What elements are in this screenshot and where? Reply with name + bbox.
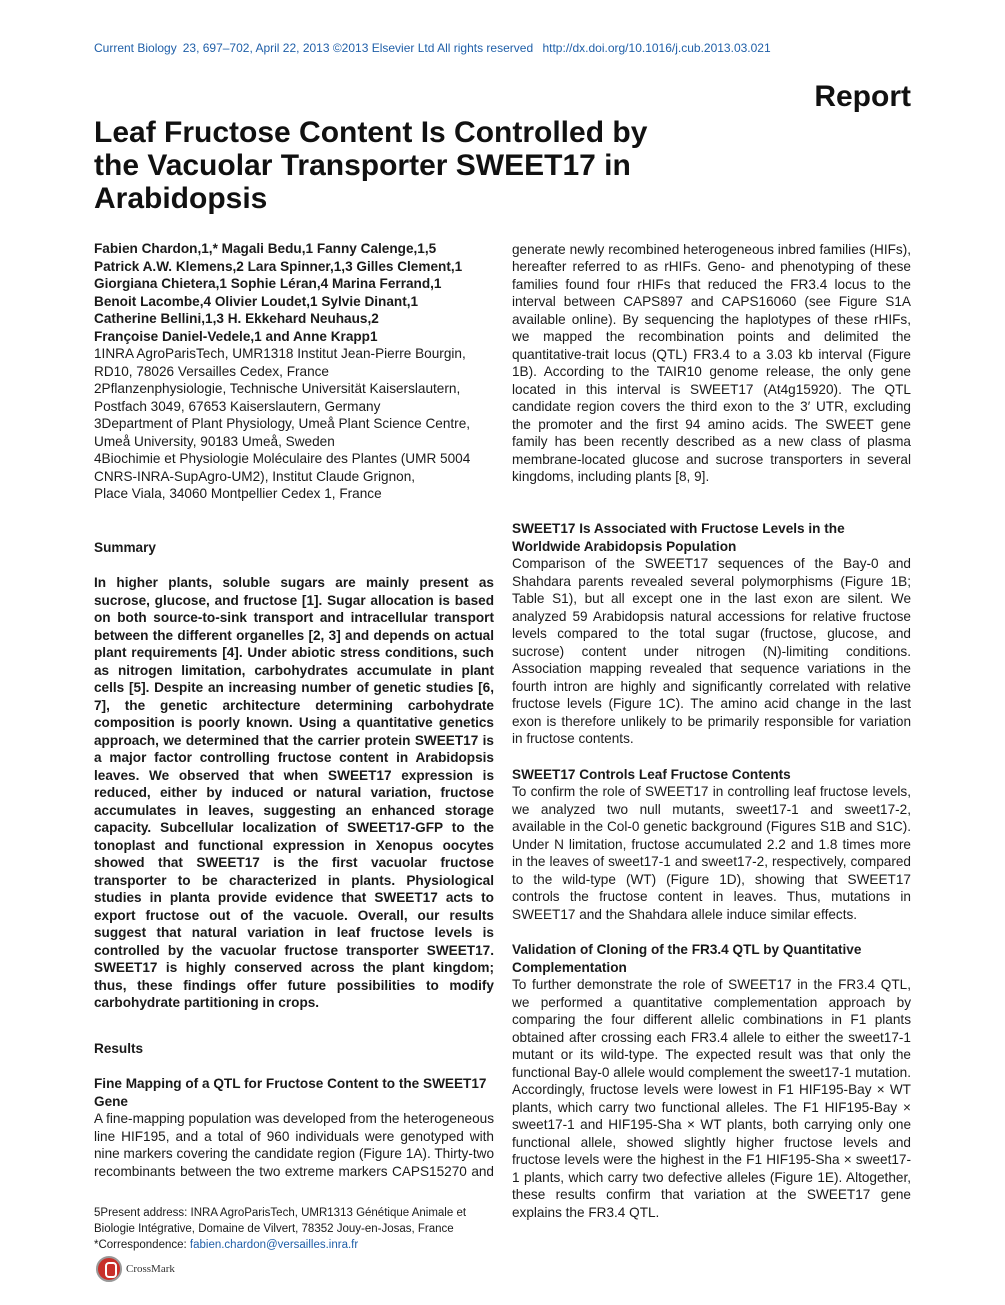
- section-heading: SWEET17 Is Associated with Fructose Leve…: [512, 521, 845, 554]
- affiliation-line: Umeå University, 90183 Umeå, Sweden: [94, 433, 335, 449]
- continued-text: A fine-mapping population was developed …: [512, 241, 911, 485]
- article-type: Report: [814, 80, 911, 113]
- affiliation-line: Place Viala, 34060 Montpellier Cedex 1, …: [94, 486, 382, 501]
- author-line: Benoit Lacombe,4 Olivier Loudet,1 Sylvie…: [94, 293, 419, 309]
- affiliation-list: 1INRA AgroParisTech, UMR1318 Institut Je…: [94, 345, 494, 503]
- correspondence-note: *Correspondence: fabien.chardon@versaill…: [94, 1237, 494, 1253]
- crossmark-badge[interactable]: CrossMark: [96, 1256, 196, 1284]
- affiliation-line: 2Pflanzenphysiologie, Technische Univers…: [94, 381, 461, 396]
- author-line: Catherine Bellini,1,3 H. Ekkehard Neuhau…: [94, 311, 379, 326]
- crossmark-icon: [96, 1256, 122, 1282]
- summary-heading: Summary: [94, 539, 156, 555]
- author-line: Françoise Daniel-Vedele,1 and Anne Krapp…: [94, 328, 378, 344]
- summary-text: In higher plants, soluble sugars are mai…: [94, 575, 494, 1010]
- results-heading: Results: [94, 1040, 144, 1056]
- citation-line: Current Biology 23, 697–702, April 22, 20…: [94, 41, 777, 55]
- affiliation-line: 4Biochimie et Physiologie Moléculaire de…: [94, 451, 471, 466]
- affiliation-line: Postfach 3049, 67653 Kaiserslautern, Ger…: [94, 398, 381, 414]
- author-list: Fabien Chardon,1,* Magali Bedu,1 Fanny C…: [94, 240, 494, 345]
- correspondence-email[interactable]: fabien.chardon@versailles.inra.fr: [189, 1239, 359, 1251]
- section-text: Comparison of the SWEET17 sequences of t…: [512, 556, 911, 746]
- correspondence-label: *Correspondence:: [94, 1239, 187, 1251]
- author-line: Giorgiana Chietera,1 Sophie Léran,4 Mari…: [94, 276, 442, 291]
- doi-link[interactable]: http://dx.doi.org/10.1016/j.cub.2013.03.…: [542, 41, 771, 55]
- section-text: A fine-mapping population was developed …: [94, 1111, 494, 1179]
- journal-name[interactable]: Current Biology: [94, 41, 177, 55]
- section-heading: Fine Mapping of a QTL for Fructose Conte…: [94, 1076, 487, 1109]
- left-column: Fabien Chardon,1,* Magali Bedu,1 Fanny C…: [94, 240, 494, 1180]
- right-column: A fine-mapping population was developed …: [512, 240, 911, 1221]
- citation-details: 23, 697–702, April 22, 2013 ©2013 Elsevi…: [182, 41, 534, 55]
- section-text-continued: A fine-mapping population was developed …: [512, 240, 911, 502]
- affiliation-line: CNRS-INRA-SupAgro-UM2), Institut Claude …: [94, 468, 416, 484]
- section-heading: Validation of Cloning of the FR3.4 QTL b…: [512, 942, 862, 975]
- affiliation-line: 3Department of Plant Physiology, Umeå Pl…: [94, 416, 471, 431]
- article-title: Leaf Fructose Content Is Controlled by t…: [94, 116, 648, 215]
- author-line: Patrick A.W. Klemens,2 Lara Spinner,1,3 …: [94, 258, 463, 274]
- present-address-note: 5Present address: INRA AgroParisTech, UM…: [94, 1207, 467, 1235]
- crossmark-label: CrossMark: [126, 1263, 175, 1275]
- author-line: Fabien Chardon,1,* Magali Bedu,1 Fanny C…: [94, 241, 437, 256]
- footnotes: 5Present address: INRA AgroParisTech, UM…: [94, 1205, 494, 1253]
- section-text: To confirm the role of SWEET17 in contro…: [512, 784, 911, 922]
- affiliation-line: 1INRA AgroParisTech, UMR1318 Institut Je…: [94, 346, 466, 361]
- affiliation-line: RD10, 78026 Versailles Cedex, France: [94, 363, 329, 379]
- section-heading: SWEET17 Controls Leaf Fructose Contents: [512, 766, 791, 782]
- section-text: To further demonstrate the role of SWEET…: [512, 977, 911, 1220]
